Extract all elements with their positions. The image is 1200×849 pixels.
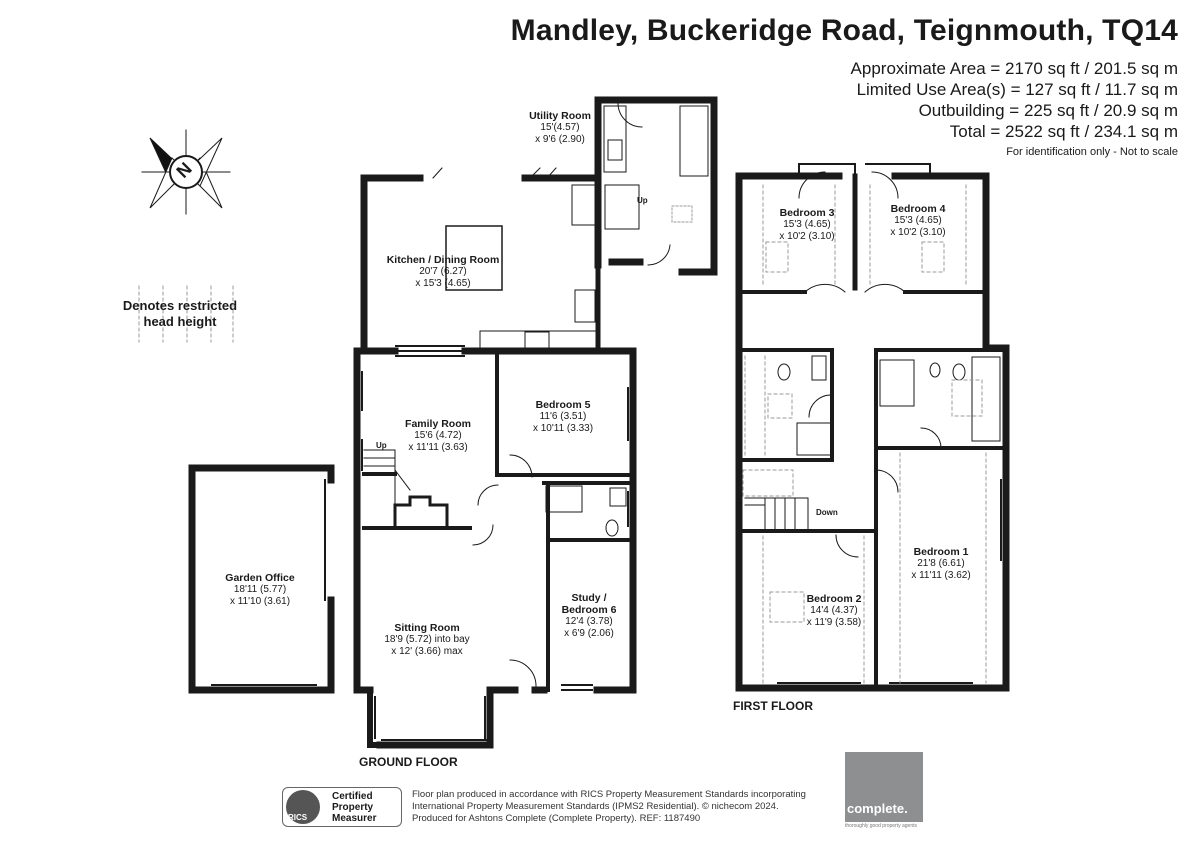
room-bedroom-5: Bedroom 5 11'6 (3.51) x 10'11 (3.33): [533, 399, 593, 435]
rics-logo-icon: [286, 790, 320, 824]
room-name: Bedroom 1: [913, 546, 969, 558]
rics-cert-line-1: Certified: [332, 791, 373, 802]
room-dim-length: 11'6 (3.51): [539, 411, 587, 422]
room-dim-length: 12'4 (3.78): [565, 616, 613, 627]
room-name: Utility Room: [529, 110, 591, 122]
room-name: Bedroom 2: [806, 593, 862, 605]
area-outbuilding: Outbuilding = 225 sq ft / 20.9 sq m: [918, 101, 1178, 120]
room-family: Family Room 15'6 (4.72) x 11'11 (3.63): [405, 418, 471, 454]
rics-cert-line-3: Measurer: [332, 813, 377, 824]
room-utility: Utility Room 15'(4.57) x 9'6 (2.90): [529, 110, 591, 146]
room-dim-width: x 9'6 (2.90): [535, 134, 585, 145]
footer-notes: Floor plan produced in accordance with R…: [412, 789, 806, 825]
legend-line-1: Denotes restricted: [122, 298, 238, 313]
area-total: Total = 2522 sq ft / 234.1 sq m: [949, 122, 1178, 141]
utility-room-walls: [594, 96, 718, 276]
room-kitchen-dining: Kitchen / Dining Room 20'7 (6.27) x 15'3…: [387, 254, 500, 290]
room-dim-length: 18'11 (5.77): [233, 584, 287, 595]
room-study-bedroom-6: Study / Bedroom 6 12'4 (3.78) x 6'9 (2.0…: [562, 592, 617, 640]
area-limited-use: Limited Use Area(s) = 127 sq ft / 11.7 s…: [856, 80, 1178, 99]
room-name: Family Room: [405, 418, 471, 430]
rics-cert-line-2: Property: [332, 802, 374, 813]
first-floor-label: FIRST FLOOR: [733, 699, 813, 713]
room-dim-length: 15'6 (4.72): [414, 430, 462, 441]
footer-line-2: International Property Measurement Stand…: [412, 801, 779, 812]
room-name: Bedroom 3: [779, 207, 835, 219]
complete-tagline: thoroughly good property agents: [845, 823, 917, 829]
room-dim-width: x 11'9 (3.58): [806, 617, 862, 628]
room-dim-length: 15'(4.57): [540, 122, 580, 133]
disclaimer: For identification only - Not to scale: [1006, 146, 1178, 158]
stairs-down-label: Down: [816, 508, 838, 517]
room-dim-length: 15'3 (4.65): [783, 219, 831, 230]
room-name-line-2: Bedroom 6: [561, 604, 617, 616]
stairs-up-label-utility: Up: [637, 196, 648, 205]
property-title: Mandley, Buckeridge Road, Teignmouth, TQ…: [510, 14, 1178, 47]
room-name: Sitting Room: [394, 622, 460, 634]
footer-line-3: Produced for Ashtons Complete (Complete …: [412, 813, 701, 824]
room-dim-width: x 10'11 (3.33): [532, 423, 594, 434]
complete-logo-box: [845, 752, 923, 822]
room-dim-width: x 10'2 (3.10): [779, 231, 835, 242]
landing-walls: [737, 290, 1008, 690]
room-name: Study /: [571, 592, 607, 604]
kitchen-walls: [360, 174, 602, 355]
room-bedroom-1: Bedroom 1 21'8 (6.61) x 11'11 (3.62): [911, 546, 970, 582]
room-dim-length: 15'3 (4.65): [894, 215, 942, 226]
room-bedroom-4: Bedroom 4 15'3 (4.65) x 10'2 (3.10): [890, 203, 945, 239]
stair-enclosure: [393, 495, 449, 530]
legend-line-2: head height: [143, 314, 217, 329]
room-dim-width: x 11'11 (3.63): [408, 442, 468, 453]
room-dim-length: 14'4 (4.37): [810, 605, 858, 616]
area-summary: Approximate Area = 2170 sq ft / 201.5 sq…: [851, 58, 1178, 142]
ground-floor-label: GROUND FLOOR: [359, 755, 458, 769]
rics-word: RICS: [288, 813, 308, 822]
room-bedroom-3: Bedroom 3 15'3 (4.65) x 10'2 (3.10): [779, 207, 834, 243]
room-dim-length: 21'8 (6.61): [917, 558, 965, 569]
room-sitting: Sitting Room 18'9 (5.72) into bay x 12' …: [384, 622, 469, 658]
footer-line-1: Floor plan produced in accordance with R…: [412, 789, 806, 800]
room-dim-length: 20'7 (6.27): [419, 266, 467, 277]
room-dim-width: x 12' (3.66) max: [391, 646, 463, 657]
complete-logo-text: complete.: [847, 801, 908, 816]
rics-certification: Certified Property Measurer: [332, 791, 376, 824]
area-approximate: Approximate Area = 2170 sq ft / 201.5 sq…: [850, 59, 1178, 78]
room-dim-width: x 11'11 (3.62): [911, 570, 971, 581]
room-garden-office: Garden Office 18'11 (5.77) x 11'10 (3.61…: [225, 572, 294, 608]
room-dim-width: x 6'9 (2.06): [564, 628, 614, 639]
room-dim-width: x 11'10 (3.61): [229, 596, 291, 607]
room-dim-width: x 15'3 (4.65): [415, 278, 471, 289]
room-name: Kitchen / Dining Room: [386, 254, 500, 266]
room-name: Garden Office: [225, 572, 295, 584]
room-dim-width: x 10'2 (3.10): [890, 227, 946, 238]
restricted-height-legend: Denotes restricted head height: [116, 298, 244, 330]
room-bedroom-2: Bedroom 2 14'4 (4.37) x 11'9 (3.58): [807, 593, 862, 629]
room-dim-length: 18'9 (5.72) into bay: [384, 634, 470, 645]
room-name: Bedroom 5: [535, 399, 591, 411]
compass-icon: [141, 129, 231, 215]
stairs-up-label: Up: [376, 441, 387, 450]
room-name: Bedroom 4: [890, 203, 946, 215]
rics-badge: [282, 787, 402, 827]
